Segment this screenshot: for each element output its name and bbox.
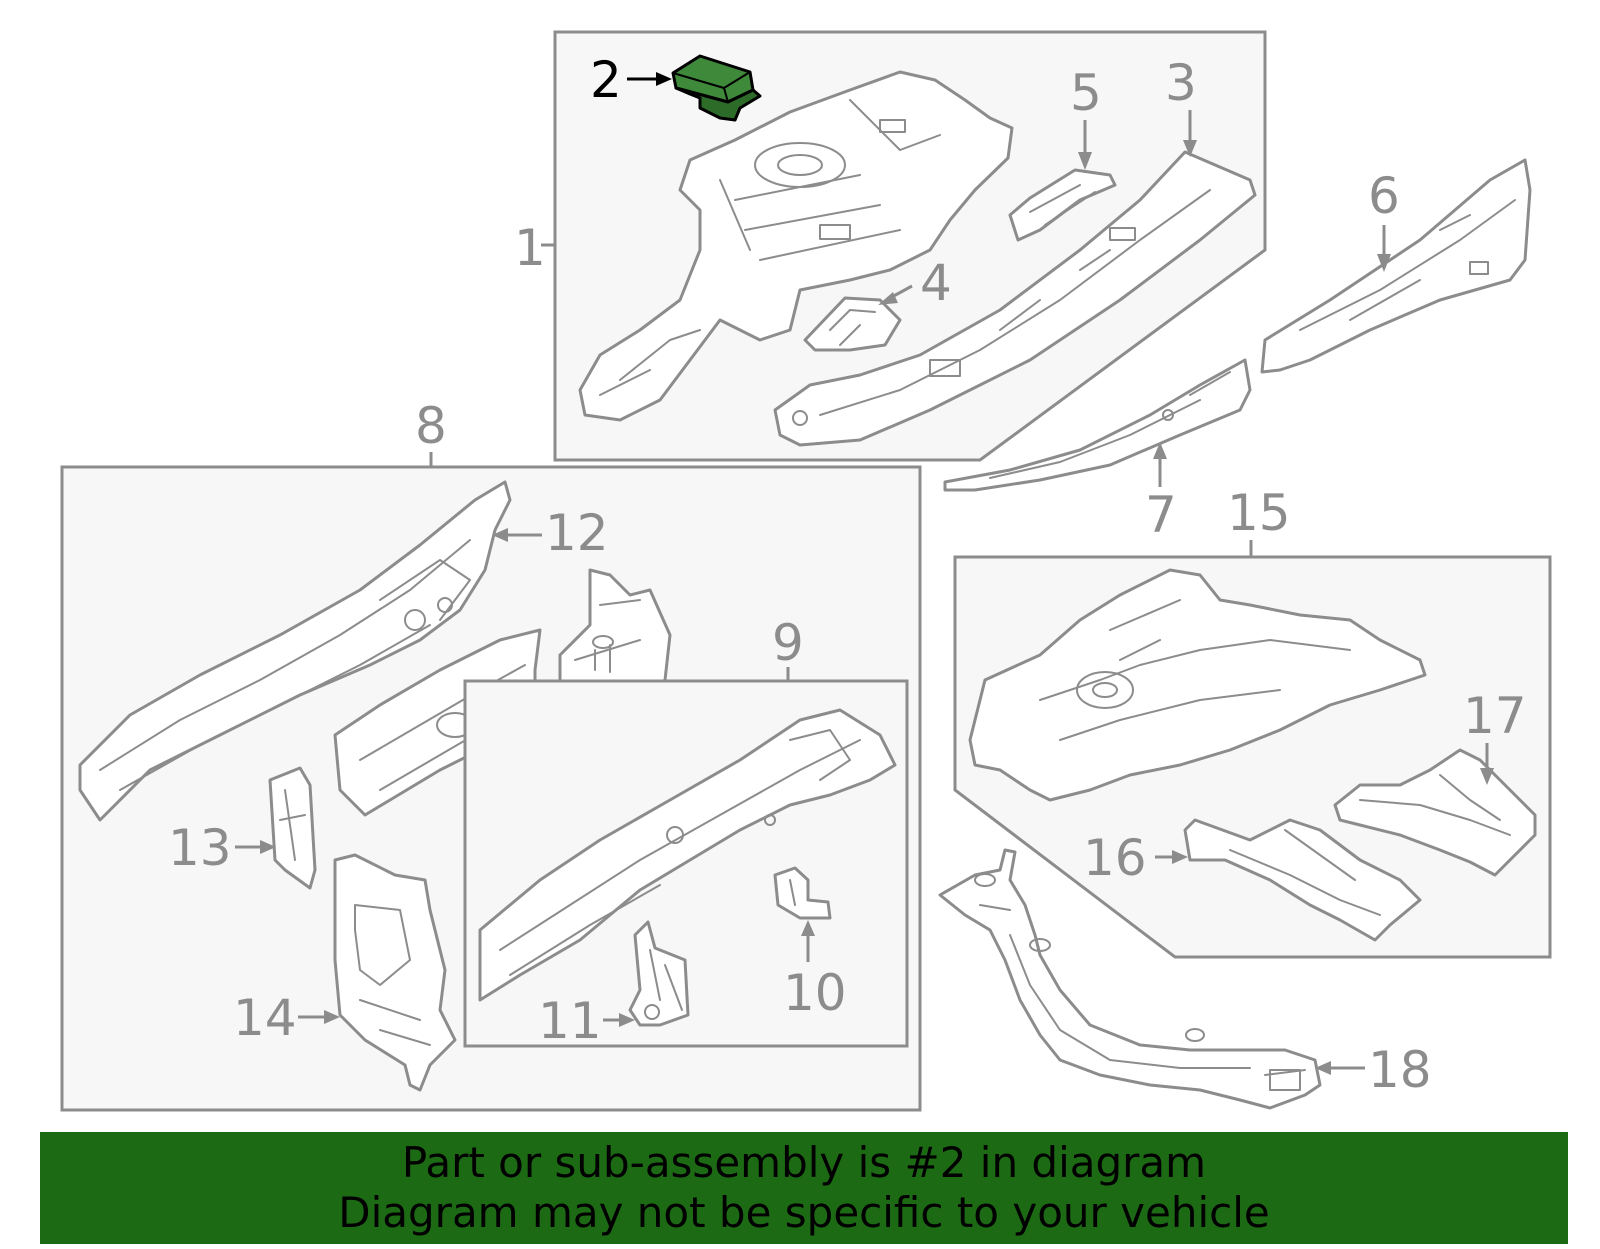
callout-10-group: 10 — [783, 920, 847, 1022]
callout-7-group: 7 — [1145, 442, 1177, 544]
callout-4: 4 — [920, 254, 952, 312]
part-18-crossmember[interactable] — [938, 848, 1322, 1110]
info-banner: Part or sub-assembly is #2 in diagram Di… — [40, 1132, 1568, 1244]
callout-16-group: 16 — [1083, 829, 1188, 887]
callout-13-group: 13 — [168, 819, 276, 877]
callout-16: 16 — [1083, 829, 1147, 887]
part-10-bracket[interactable] — [773, 866, 832, 920]
callout-8: 8 — [415, 397, 447, 455]
callout-14-group: 14 — [233, 989, 340, 1047]
callout-3: 3 — [1165, 54, 1197, 112]
part-17-rail[interactable] — [1333, 748, 1537, 877]
callout-2-group: 2 — [590, 51, 672, 109]
callout-13: 13 — [168, 819, 232, 877]
part-13-brace[interactable] — [268, 766, 317, 890]
part-3-rail[interactable] — [773, 150, 1257, 447]
callout-17: 17 — [1463, 687, 1527, 745]
banner-line-2: Diagram may not be specific to your vehi… — [338, 1188, 1270, 1237]
callout-11: 11 — [538, 992, 602, 1050]
part-5-bracket[interactable] — [1008, 168, 1117, 242]
callout-2: 2 — [590, 51, 622, 109]
part-4-bracket[interactable] — [803, 296, 902, 352]
callout-9: 9 — [772, 614, 804, 672]
callout-6-group: 6 — [1368, 167, 1400, 272]
callout-11-group: 11 — [538, 992, 635, 1050]
callout-3-group: 3 — [1165, 54, 1197, 157]
callout-12: 12 — [545, 504, 609, 562]
callout-1: 1 — [514, 219, 546, 277]
part-12-side-member[interactable] — [78, 480, 512, 822]
callout-4-group: 4 — [878, 254, 952, 312]
callout-7: 7 — [1145, 486, 1177, 544]
callout-18-group: 18 — [1315, 1041, 1432, 1099]
part-9-front-rail[interactable] — [478, 708, 897, 1002]
part-11-bracket[interactable] — [628, 920, 690, 1027]
part-6-upper-rail[interactable] — [1260, 158, 1532, 374]
callout-6: 6 — [1368, 167, 1400, 225]
callout-15: 15 — [1227, 484, 1291, 542]
callout-18: 18 — [1368, 1041, 1432, 1099]
callout-14: 14 — [233, 989, 297, 1047]
callout-12-group: 12 — [492, 504, 609, 562]
part-16-rail[interactable] — [1183, 818, 1422, 942]
part-2-bracket-highlighted[interactable] — [671, 54, 762, 122]
callout-17-group: 17 — [1463, 687, 1527, 785]
callout-10: 10 — [783, 964, 847, 1022]
part-15-rear-assembly[interactable] — [968, 568, 1427, 802]
parts-diagram: 1 2 3 4 — [60, 30, 1552, 1112]
part-14-panel[interactable] — [333, 853, 457, 1092]
part-7-lower-rail[interactable] — [943, 358, 1252, 492]
part-1-apron-assembly[interactable] — [578, 70, 1014, 422]
callout-5: 5 — [1070, 64, 1102, 122]
callout-5-group: 5 — [1070, 64, 1102, 170]
banner-line-1: Part or sub-assembly is #2 in diagram — [401, 1138, 1207, 1187]
